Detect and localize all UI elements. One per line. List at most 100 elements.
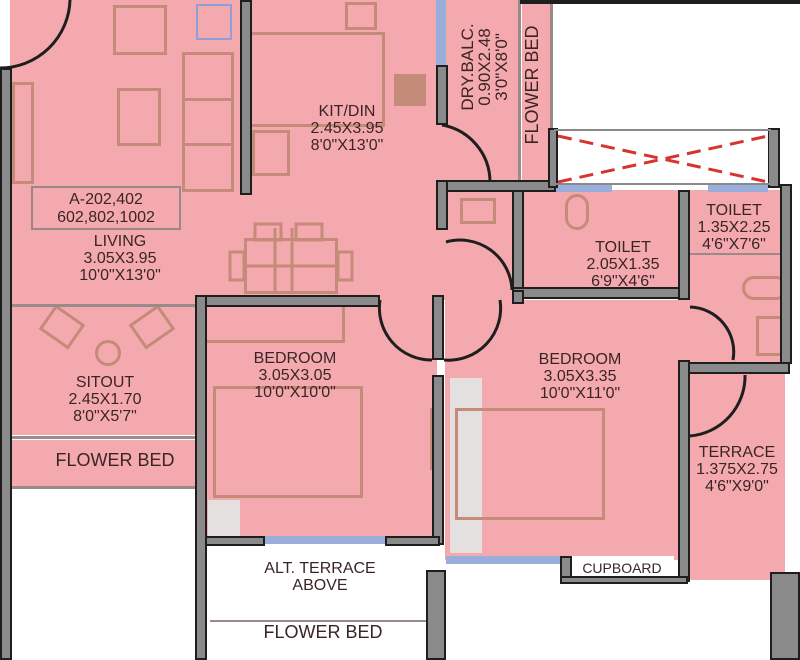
room-name: SITOUT (75, 374, 135, 391)
bed-1-icon (213, 386, 363, 498)
flower-bed-left-area (10, 440, 200, 488)
room-imperial: 4'6"X7'6" (702, 236, 766, 253)
wardrobe-bed1 (208, 500, 240, 536)
wall-terrace-pillar (770, 572, 800, 660)
alt-terrace-divider (210, 620, 430, 622)
room-name: DRY.BALC. (458, 23, 477, 111)
room-metric: 2.05X1.35 (586, 256, 660, 273)
unit-number-line1: A-202,402 (69, 191, 143, 208)
flower-bed-text: FLOWER BED (55, 450, 175, 470)
unit-number-label: A-202,402 602,802,1002 (31, 186, 181, 230)
wall-living-kitchen (240, 0, 252, 195)
flowerbed-bottom-line (10, 486, 200, 489)
flower-bed-vertical-area (522, 0, 550, 185)
label-flower-bed-vertical: FLOWER BED (522, 10, 542, 160)
fridge-icon (252, 130, 290, 176)
terrace-area (685, 365, 785, 580)
dry-balcony-area (440, 0, 520, 185)
alt-terrace-line1: ALT. TERRACE (264, 560, 376, 577)
room-name: TOILET (595, 239, 651, 256)
room-metric: 3.05X3.35 (543, 368, 617, 385)
sitout-area (10, 305, 200, 435)
bottom-right-open (440, 582, 770, 660)
unit-number-line2: 602,802,1002 (57, 209, 155, 226)
toilet-attached-divider (688, 253, 788, 255)
tv-unit-icon (12, 82, 34, 184)
room-metric: 1.35X2.25 (697, 219, 771, 236)
room-imperial: 10'0"X10'0" (254, 384, 336, 401)
toilet-common-area (440, 190, 685, 295)
flowerbed-vert-line (550, 0, 553, 185)
room-name: BEDROOM (538, 351, 622, 368)
sofa-divider (185, 98, 231, 101)
bedroom-2-window (446, 556, 570, 564)
wall-toilet-divider (678, 190, 690, 300)
hob-icon (394, 74, 426, 106)
washbasin-icon (460, 198, 496, 224)
room-imperial: 3'0"X8'0" (492, 33, 511, 101)
label-cupboard: CUPBOARD (572, 560, 672, 577)
room-name: BEDROOM (253, 350, 337, 367)
bed-2-icon (455, 408, 605, 520)
room-imperial: 8'0"X13'0" (310, 137, 384, 154)
wall-bed1-right (432, 295, 444, 360)
room-metric: 3.05X3.05 (258, 367, 332, 384)
room-label-terrace: TERRACE 1.375X2.75 4'6"X9'0" (688, 444, 786, 495)
kitchen-counter-icon (250, 32, 385, 127)
flower-bed-bottom-area (210, 622, 430, 660)
flower-bed-text: FLOWER BED (263, 622, 383, 642)
room-label-bedroom-2: BEDROOM 3.05X3.35 10'0"X11'0" (515, 351, 645, 402)
wall-bed2-top (512, 290, 524, 304)
flowerbed-divider (10, 436, 200, 439)
room-label-sitout: SITOUT 2.45X1.70 8'0"X5'7" (40, 374, 170, 425)
room-imperial: 8'0"X5'7" (73, 408, 137, 425)
label-flower-bed-bottom: FLOWER BED (228, 622, 418, 642)
room-label-living: LIVING 3.05X3.95 10'0"X13'0" (55, 233, 185, 284)
wall-cupboard-bottom (560, 576, 688, 584)
bottom-left-open (10, 490, 198, 660)
room-name: LIVING (93, 233, 147, 250)
room-imperial: 4'6"X9'0" (705, 478, 769, 495)
flower-bed-text: FLOWER BED (522, 25, 542, 145)
wall-alt-terrace-right (426, 570, 446, 660)
room-metric: 0.90X2.48 (475, 28, 494, 106)
wc-icon (565, 194, 589, 230)
room-name: TOILET (706, 202, 762, 219)
label-alt-terrace: ALT. TERRACE ABOVE (235, 560, 405, 594)
sitout-table-icon (95, 340, 121, 366)
bed1-headboard-shelf (205, 303, 345, 343)
toilet-window-1 (552, 184, 612, 192)
room-label-toilet-attached: TOILET 1.35X2.25 4'6"X7'6" (686, 202, 782, 253)
room-name: KIT/DIN (318, 103, 376, 120)
room-imperial: 10'0"X13'0" (79, 267, 161, 284)
wall-bed1-left (195, 295, 207, 660)
sink-icon (345, 2, 377, 30)
room-metric: 3.05X3.95 (83, 250, 157, 267)
sofa-icon (182, 52, 234, 192)
alt-terrace-line2: ABOVE (292, 577, 348, 594)
wall-kitchen-balc (436, 65, 448, 125)
wall-toilet-left (436, 180, 448, 230)
room-imperial: 10'0"X11'0" (539, 385, 621, 402)
room-label-kit-din: KIT/DIN 2.45X3.95 8'0"X13'0" (282, 103, 412, 154)
dry-balc-line (518, 0, 521, 185)
label-flower-bed-left: FLOWER BED (20, 450, 210, 470)
armchair-icon (113, 5, 167, 55)
room-label-dry-balc: DRY.BALC. 0.90X2.48 3'0"X8'0" (458, 2, 511, 132)
wall-top-right (520, 0, 800, 4)
room-name: TERRACE (698, 444, 776, 461)
alt-terrace-area (210, 545, 438, 620)
side-table-icon (196, 4, 232, 40)
wall-bed1-bottom (205, 536, 265, 546)
toilet-window-2 (708, 184, 768, 192)
cupboard-text: CUPBOARD (582, 560, 662, 576)
ottoman-icon (117, 88, 161, 146)
wall-bed1-bottom-right (385, 536, 440, 546)
room-metric: 1.375X2.75 (696, 461, 778, 478)
room-label-bedroom-1: BEDROOM 3.05X3.05 10'0"X10'0" (230, 350, 360, 401)
cutout-area (552, 0, 800, 130)
room-label-toilet-common: TOILET 2.05X1.35 6'9"X4'6" (568, 239, 678, 290)
room-metric: 2.45X1.70 (68, 391, 142, 408)
